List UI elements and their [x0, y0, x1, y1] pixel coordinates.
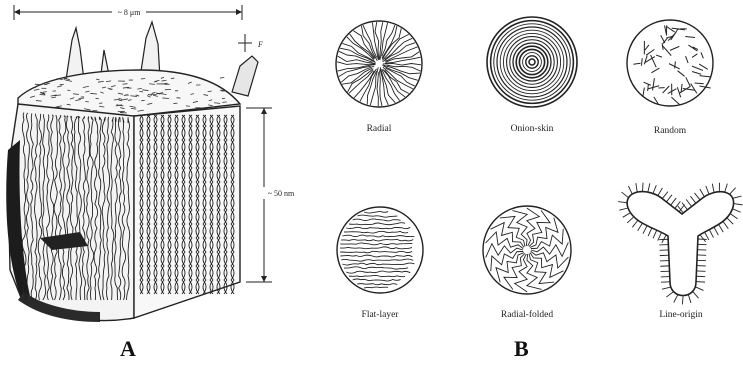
- fiber-block-drawing: ~ 8 μm F ~ 50 nm: [0, 0, 300, 340]
- panel-a-fiber-structure: ~ 8 μm F ~ 50 nm A: [0, 0, 300, 366]
- caption-flat-layer: Flat-layer: [325, 310, 435, 320]
- fibril-spike: [232, 56, 258, 96]
- fibril-spike: [66, 28, 84, 80]
- caption-radial: Radial: [324, 124, 434, 134]
- line-origin-pattern: [618, 183, 742, 305]
- radial-folded-pattern: [483, 206, 571, 294]
- f-label: F: [257, 40, 263, 49]
- panel-letter-b: B: [514, 336, 529, 362]
- panel-letter-a: A: [120, 336, 136, 362]
- radial-pattern: [336, 21, 422, 107]
- cross-section-grid: [318, 0, 743, 340]
- onion-skin-pattern: [487, 17, 577, 107]
- random-pattern: [627, 20, 713, 106]
- height-label: ~ 50 nm: [268, 189, 295, 198]
- caption-random: Random: [615, 126, 725, 136]
- width-arrow-right: [236, 9, 242, 15]
- caption-onion-skin: Onion-skin: [477, 124, 587, 134]
- width-label: ~ 8 μm: [118, 8, 142, 17]
- flat-layer-pattern: [337, 207, 423, 293]
- caption-line-origin: Line-origin: [626, 310, 736, 320]
- panel-b-cross-sections: Radial Onion-skin Random Flat-layer Radi…: [318, 0, 743, 366]
- width-arrow-left: [14, 9, 20, 15]
- caption-radial-folded: Radial-folded: [472, 310, 582, 320]
